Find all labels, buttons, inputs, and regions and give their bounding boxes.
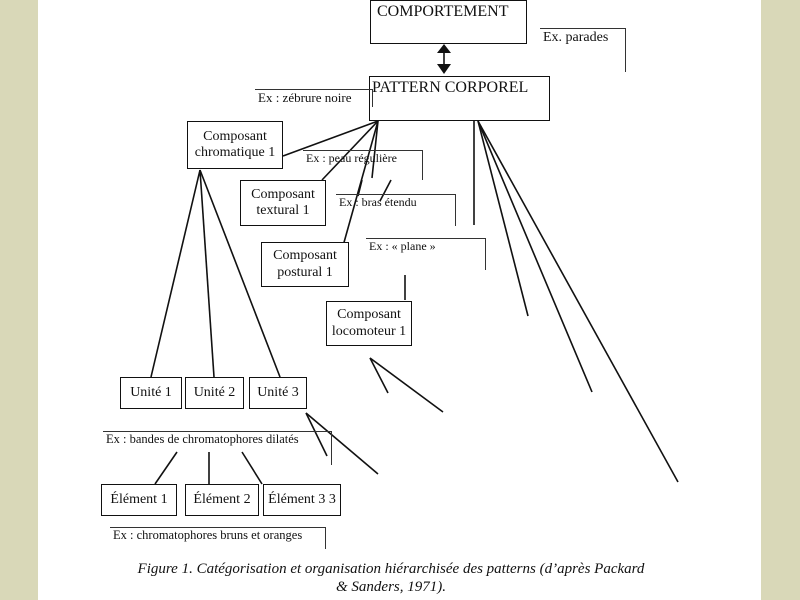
arrowhead-up [437,44,451,53]
node-composant-textural: Composant textural 1 [240,180,326,226]
connector-unite2-element3 [241,451,263,485]
caption-line-1: Figure 1. Catégorisation et organisation… [137,561,645,577]
figure-caption: Figure 1. Catégorisation et organisation… [96,560,686,596]
node-element-1: Élément 1 [101,484,177,516]
node-composant-chromatique: Composant chromatique 1 [187,121,283,169]
node-comportement: COMPORTEMENT [370,0,527,44]
connector-textural-postural-2 [379,179,392,202]
node-unite-1: Unité 1 [120,377,182,409]
connector-unite3-child-1 [305,412,328,457]
example-bandes: Ex : bandes de chromatophores dilatés [103,431,332,465]
connector-pattern-chromatique [282,120,379,157]
right-margin [761,0,800,600]
connector-pattern-locomoteur [371,120,379,179]
connector-chromatique-unite3 [199,169,281,378]
node-element-3: Élément 3 3 [263,484,341,516]
caption-line-2: & Sanders, 1971). [336,579,446,595]
connector-pattern-long-2 [477,120,593,393]
connector-locomoteur-child-2 [369,357,444,413]
connector-textural-postural [357,179,363,197]
connector-unite3-child-2 [305,412,379,475]
node-composant-locomoteur: Composant locomoteur 1 [326,301,412,346]
connector-locomoteur-child-1 [369,357,389,394]
connector-unite2-element1 [154,451,178,485]
node-pattern-corporel: PATTERN CORPOREL [369,76,550,121]
node-unite-3: Unité 3 [249,377,307,409]
node-element-2: Élément 2 [185,484,259,516]
example-chromatophores: Ex : chromatophores bruns et oranges [110,527,326,549]
example-plane: Ex : « plane » [366,238,486,270]
node-composant-postural: Composant postural 1 [261,242,349,287]
connector-chromatique-unite2 [199,169,215,378]
node-unite-2: Unité 2 [185,377,244,409]
connector-pattern-long-1 [477,120,529,317]
connector-pattern-long-3 [477,120,679,483]
left-margin [0,0,38,600]
example-bras: Ex : bras étendu [336,194,456,226]
example-peau: Ex : peau régulière [303,150,423,180]
arrowhead-down [437,64,451,74]
example-zebrure: Ex : zébrure noire [255,89,373,107]
connector-chromatique-unite1 [150,169,201,378]
example-parades: Ex. parades [540,28,626,72]
